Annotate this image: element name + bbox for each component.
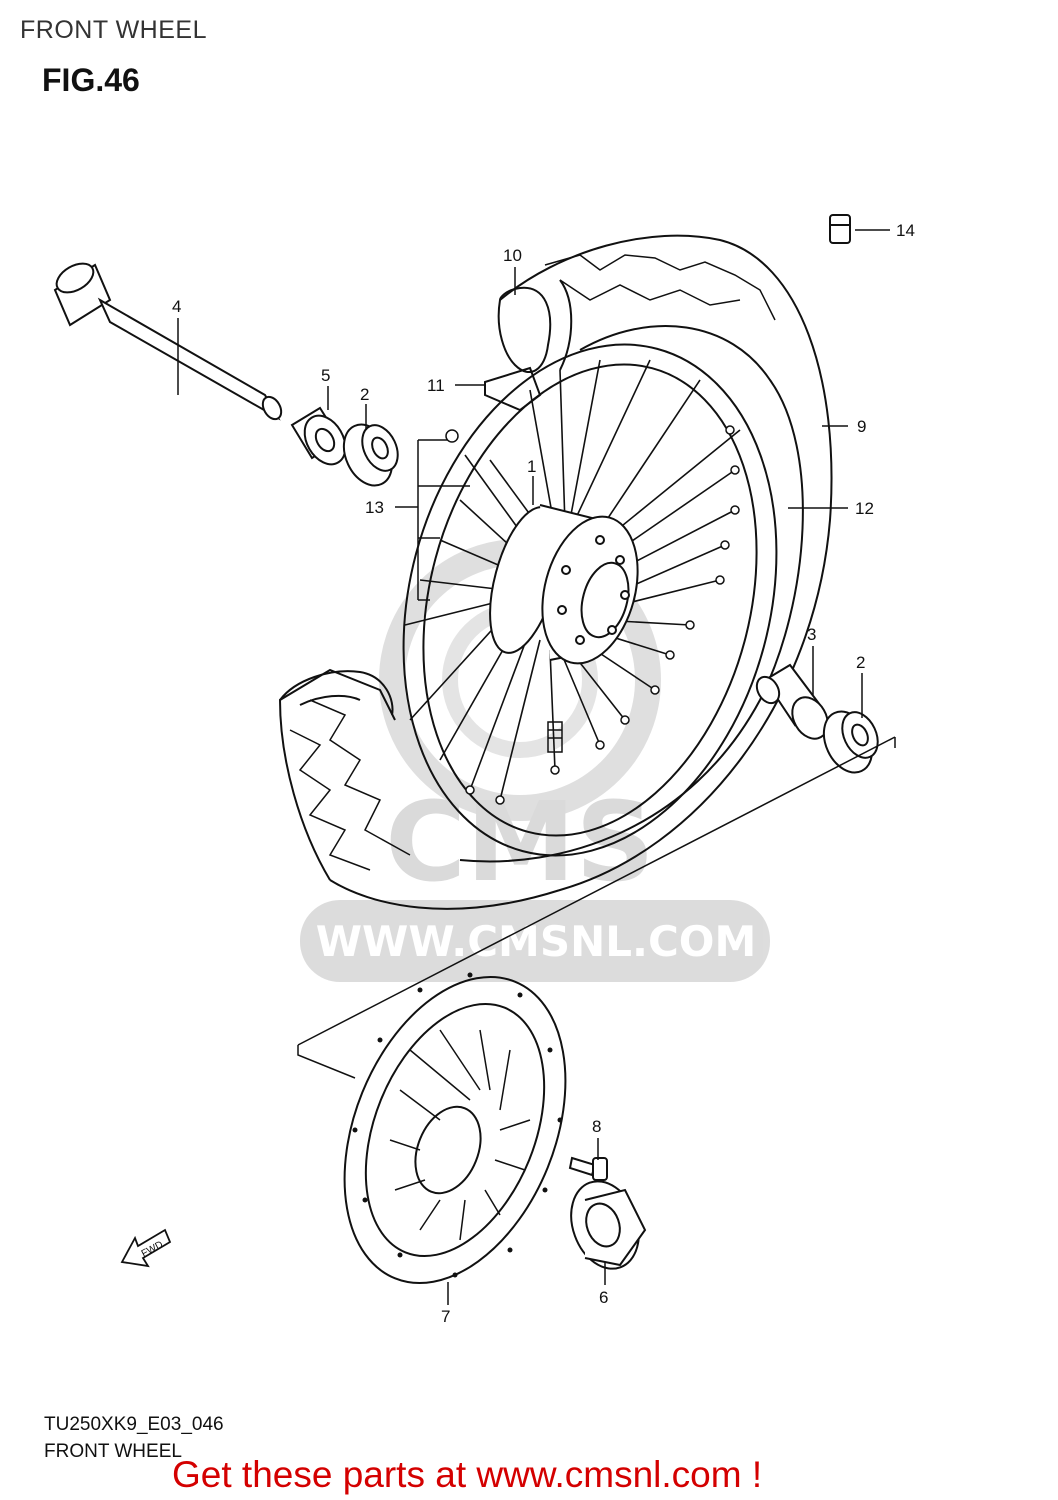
axle [53,262,283,421]
brake-disc [343,972,567,1285]
callout-4: 4 [172,297,181,316]
rim [402,343,778,857]
callout-3: 3 [807,625,816,644]
inner-tube-section [279,279,573,716]
model-code: TU250XK9_E03_046 [44,1414,224,1435]
hub [489,504,639,665]
callout-labels: 1 2 2 3 4 5 6 7 8 9 10 11 12 13 14 [172,221,915,1326]
watermark-url-text: WWW.CMSNL.COM [316,917,757,966]
callout-13: 13 [365,498,384,517]
forward-direction-arrow: FWD [120,1228,172,1268]
callout-8: 8 [592,1117,601,1136]
disc-bolt [568,1156,608,1181]
rim-valve [547,721,563,753]
speedometer-gearbox-cap [570,1180,647,1270]
callout-9: 9 [857,417,866,436]
footer-caption: FRONT WHEEL [44,1441,182,1462]
figure-label: FIG.46 [42,62,140,98]
callout-14: 14 [896,221,915,240]
spacer-right [755,663,829,740]
bearing-right [822,710,879,774]
callout-12: 12 [855,499,874,518]
spoke-nipples [465,425,740,805]
assembly-guide-lines [297,736,896,1079]
callout-2-right-bearing: 2 [856,653,865,672]
callout-7: 7 [441,1307,450,1326]
callout-11: 11 [427,376,445,395]
promo-link-text[interactable]: Get these parts at www.cmsnl.com ! [172,1454,763,1495]
valve-cap [829,214,851,244]
bearing-left [342,423,399,487]
callout-2-left-bearing: 2 [360,385,369,404]
callout-10: 10 [503,246,522,265]
section-title: FRONT WHEEL [20,16,207,44]
tire [278,234,833,910]
callout-5: 5 [321,366,330,385]
callout-6: 6 [599,1288,608,1307]
callout-leaders [177,229,890,1305]
spacer [290,406,347,466]
callout-1: 1 [527,457,536,476]
